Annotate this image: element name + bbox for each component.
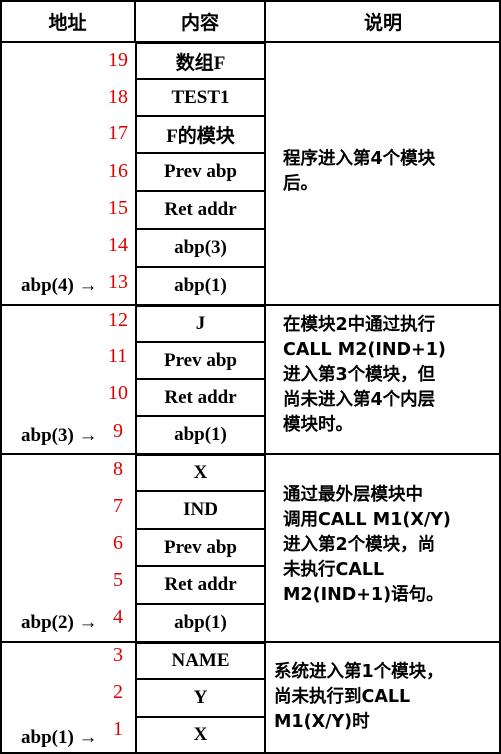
abp-pointer: abp(2) → <box>21 612 98 633</box>
description-line: 尚未执行到CALL <box>274 687 411 707</box>
address-number: 12 <box>108 309 128 331</box>
address-number: 18 <box>108 86 128 108</box>
description-line: 尚未进入第4个内层 <box>283 390 436 410</box>
stack-cell: abp(1) <box>135 603 266 643</box>
address-number: 17 <box>108 122 128 144</box>
address-number: 8 <box>113 458 123 480</box>
address-number: 10 <box>108 382 128 404</box>
description-line: 系统进入第1个模块， <box>274 662 444 682</box>
stack-cell: NAME <box>135 642 266 680</box>
stack-cell: Ret addr <box>135 190 266 230</box>
abp-pointer: abp(3) → <box>21 425 98 446</box>
stack-cell: Ret addr <box>135 565 266 605</box>
address-number: 16 <box>108 160 128 182</box>
address-number: 2 <box>113 681 123 703</box>
stack-cell: Y <box>135 678 266 718</box>
description-line: 未执行CALL <box>283 560 385 580</box>
description-line: 调用CALL M1(X/Y) <box>283 510 451 530</box>
address-number: 1 <box>113 718 123 740</box>
description-block: 在模块2中通过执行 CALL M2(IND+1) 进入第3个模块，但 尚未进入第… <box>283 313 446 438</box>
abp-pointer: abp(4) → <box>21 275 98 296</box>
stack-cell: Prev abp <box>135 341 266 380</box>
stack-cell: Prev abp <box>135 152 266 192</box>
address-number: 15 <box>108 197 128 219</box>
stack-cell: TEST1 <box>135 78 266 117</box>
address-number: 7 <box>113 495 123 517</box>
stack-cell: X <box>135 716 266 754</box>
description-block: 程序进入第4个模块 后。 <box>283 147 435 197</box>
stack-cell: F的模块 <box>135 115 266 154</box>
stack-cell: Ret addr <box>135 378 266 417</box>
address-number: 9 <box>113 420 123 442</box>
description-line: 模块时。 <box>283 415 353 435</box>
stack-cell: X <box>135 454 266 492</box>
stack-cell: J <box>135 305 266 343</box>
abp-pointer: abp(1) → <box>21 727 98 748</box>
address-number: 13 <box>108 271 128 293</box>
address-number: 5 <box>113 569 123 591</box>
description-line: 在模块2中通过执行 <box>283 315 436 335</box>
stack-cell: abp(1) <box>135 266 266 306</box>
description-block: 通过最外层模块中 调用CALL M1(X/Y) 进入第2个模块，尚 未执行CAL… <box>283 483 451 608</box>
stack-cell: IND <box>135 490 266 530</box>
header-content: 内容 <box>180 11 219 34</box>
stack-cell: abp(3) <box>135 228 266 268</box>
address-number: 3 <box>113 644 123 666</box>
header-address: 地址 <box>48 11 87 34</box>
address-number: 14 <box>108 234 128 256</box>
address-number: 4 <box>113 606 123 628</box>
description-line: M2(IND+1)语句。 <box>283 585 444 605</box>
address-number: 11 <box>108 345 128 367</box>
description-line: CALL M2(IND+1) <box>283 340 446 360</box>
description-line: 进入第2个模块，尚 <box>283 535 436 555</box>
description-line: 后。 <box>283 174 318 194</box>
address-number: 6 <box>113 532 123 554</box>
address-number: 19 <box>108 49 128 71</box>
description-line: 进入第3个模块，但 <box>283 365 436 385</box>
description-line: 程序进入第4个模块 <box>283 149 436 169</box>
description-line: M1(X/Y)时 <box>274 712 370 732</box>
stack-cell: 数组F <box>135 42 266 80</box>
description-block: 系统进入第1个模块， 尚未执行到CALL M1(X/Y)时 <box>274 660 444 735</box>
stack-cell: Prev abp <box>135 528 266 567</box>
header-description: 说明 <box>363 11 402 34</box>
stack-cell: abp(1) <box>135 415 266 455</box>
description-line: 通过最外层模块中 <box>283 485 423 505</box>
